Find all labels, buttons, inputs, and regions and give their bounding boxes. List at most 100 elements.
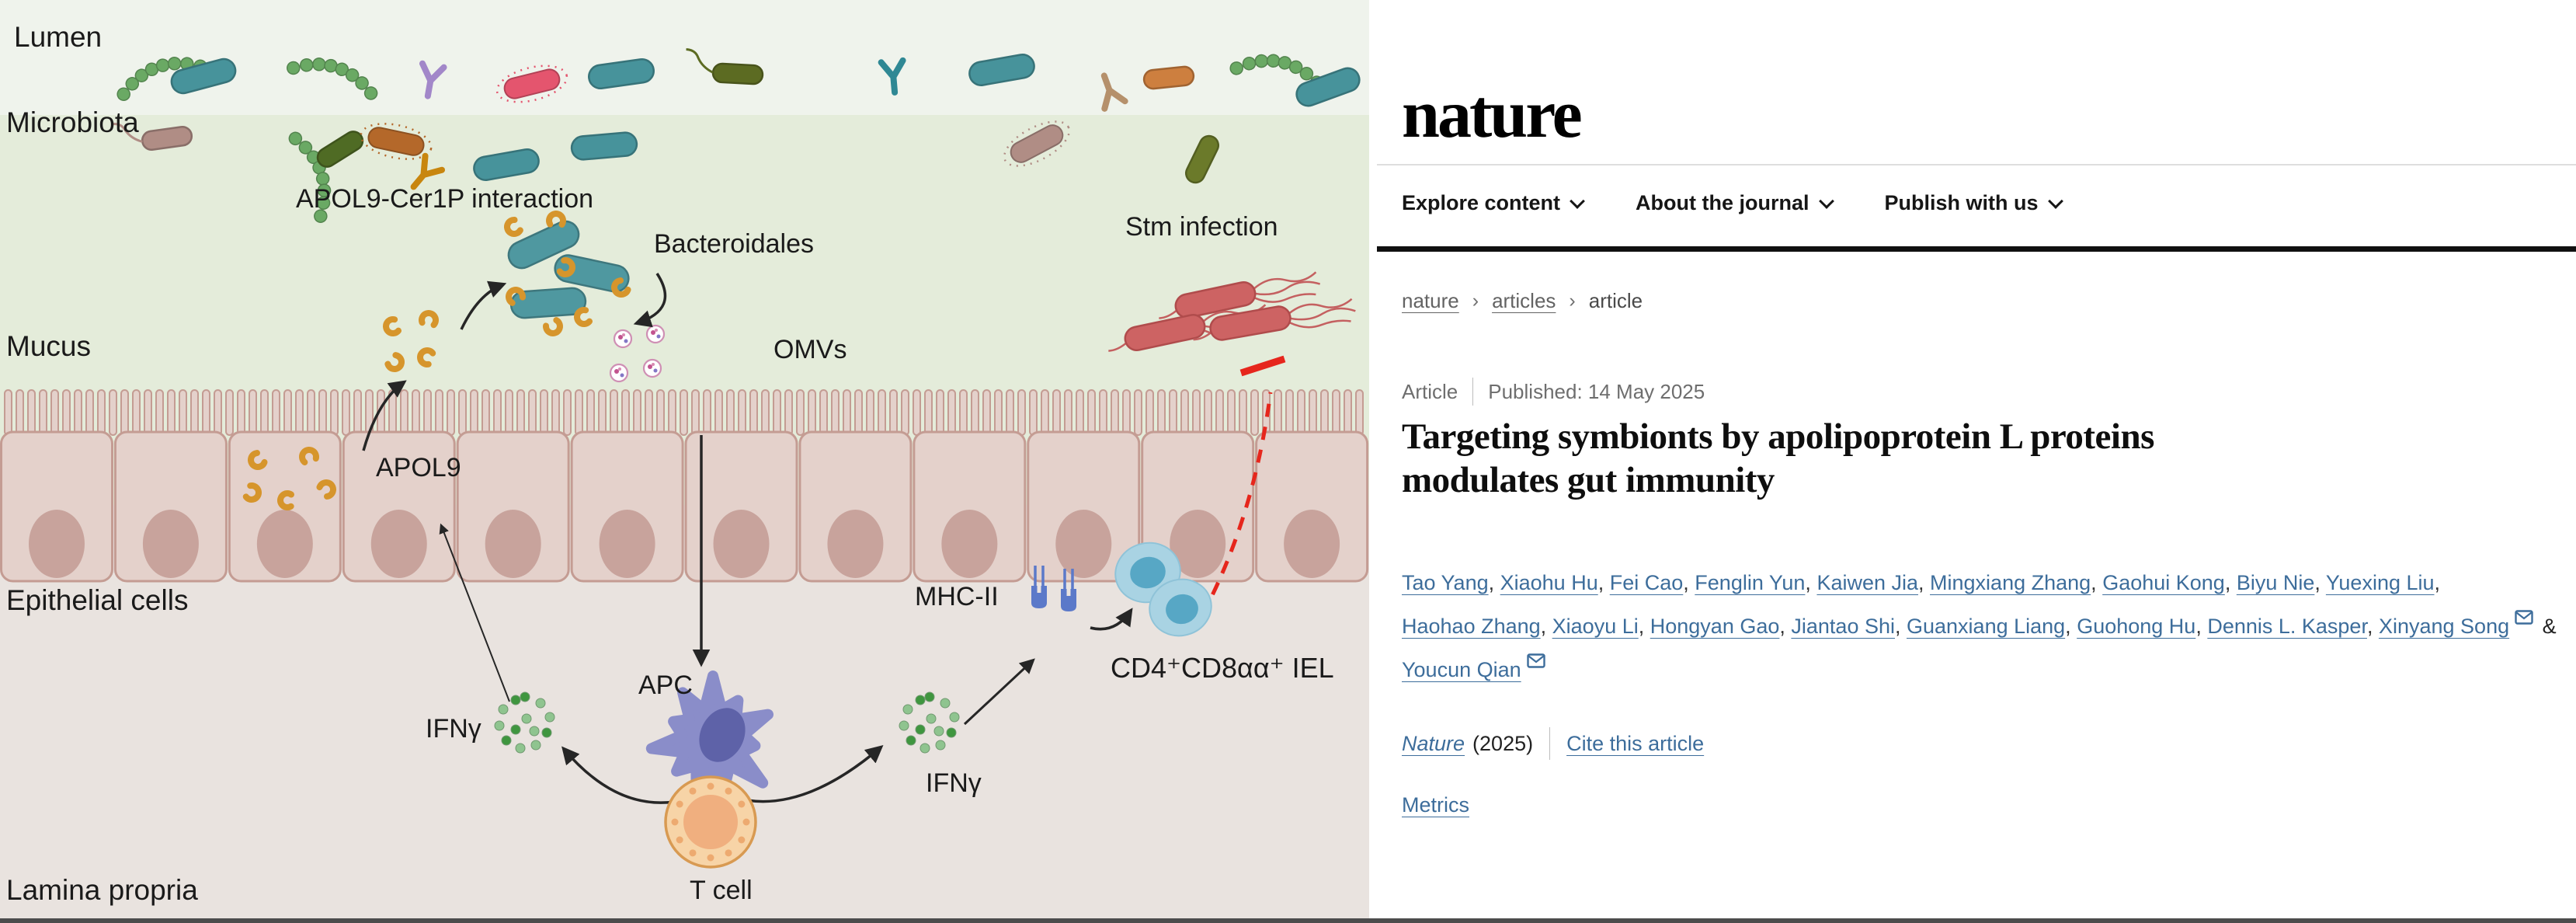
- chain-bacterium-icon: [116, 57, 207, 101]
- apc-cell-icon: [645, 670, 773, 802]
- mhc2-receptor-icon: [1061, 569, 1076, 611]
- figure-drawing: [0, 47, 1369, 869]
- author-link-haohao-zhang[interactable]: Haohao Zhang: [1402, 615, 1541, 639]
- email-envelope-icon[interactable]: [2515, 596, 2533, 639]
- author-link-youcun-qian[interactable]: Youcun Qian: [1402, 658, 1521, 682]
- nature-logo[interactable]: nature: [1402, 77, 1583, 152]
- title-line-2: modulates gut immunity: [1402, 460, 1775, 501]
- label-omvs: OMVs: [773, 335, 847, 364]
- breadcrumb-nature-link[interactable]: nature: [1402, 289, 1459, 312]
- label-mucus: Mucus: [6, 330, 91, 362]
- nav-bottom-rule: [1377, 246, 2576, 252]
- label-mhc2: MHC-II: [915, 582, 999, 611]
- cite-divider: [1549, 727, 1551, 760]
- author-link-fenglin-yun[interactable]: Fenglin Yun: [1695, 571, 1806, 594]
- label-apc: APC: [638, 670, 693, 700]
- rod-bacterium-icon: [1184, 134, 1220, 184]
- author-ampersand: &: [2536, 615, 2557, 639]
- flag-bacterium-icon: [686, 47, 764, 85]
- label-tcell: T cell: [690, 876, 753, 905]
- lumen-region: [0, 0, 1369, 115]
- email-envelope-icon[interactable]: [1526, 639, 1545, 683]
- nav-item-label: Publish with us: [1884, 191, 2039, 214]
- y-bacterium-icon: [878, 57, 906, 96]
- label-lumen: Lumen: [14, 21, 103, 53]
- chevron-down-icon: [1570, 193, 1585, 209]
- author-link-kaiwen-jia[interactable]: Kaiwen Jia: [1816, 571, 1919, 594]
- main-nav: Explore content About the journal Publish …: [1402, 191, 2063, 215]
- breadcrumb-article-current: article: [1588, 289, 1643, 312]
- omv-vesicle-icon: [645, 324, 666, 344]
- article-meta: Article Published: 14 May 2025: [1402, 378, 1705, 406]
- cite-this-article-link[interactable]: Cite this article: [1566, 731, 1705, 755]
- chain-bacterium-icon: [287, 57, 378, 100]
- page-title: Targeting symbionts by apolipoprotein L …: [1402, 415, 2559, 503]
- nav-item-label: About the journal: [1636, 191, 1809, 214]
- citation-row: Nature (2025) Cite this article: [1402, 727, 1704, 760]
- spiky-bacterium-icon: [360, 123, 433, 160]
- author-link-gaohui-kong[interactable]: Gaohui Kong: [2102, 571, 2225, 594]
- author-link-xinyang-song[interactable]: Xinyang Song: [2378, 615, 2510, 639]
- journal-link[interactable]: Nature: [1402, 731, 1465, 755]
- meta-divider: [1472, 378, 1474, 406]
- author-link-xiaohu-hu[interactable]: Xiaohu Hu: [1500, 571, 1598, 594]
- author-list: Tao Yang, Xiaohu Hu, Fei Cao, Fenglin Yu…: [1402, 561, 2571, 691]
- omv-vesicle-icon: [642, 358, 662, 378]
- label-lamina: Lamina propria: [6, 874, 198, 906]
- spiky-bacterium-icon: [1003, 120, 1071, 167]
- author-link-fei-cao[interactable]: Fei Cao: [1609, 571, 1684, 594]
- chevron-down-icon: [1818, 193, 1834, 209]
- chevron-down-icon: [2047, 193, 2063, 209]
- label-epithelial: Epithelial cells: [6, 584, 189, 616]
- author-link-xiaoyu-li[interactable]: Xiaoyu Li: [1552, 615, 1639, 639]
- chain-bacterium-icon: [1229, 54, 1324, 89]
- tcell-icon: [664, 775, 757, 869]
- label-bacteroidales: Bacteroidales: [654, 229, 815, 259]
- label-ifng-right: IFNγ: [926, 768, 982, 798]
- article-figure: Lumen Microbiota APOL9-Cer1P interaction…: [0, 0, 1369, 923]
- label-apol9-cer1p: APOL9-Cer1P interaction: [296, 184, 594, 214]
- label-cd4-cd8-iel: CD4⁺CD8αα⁺ IEL: [1111, 652, 1334, 684]
- breadcrumb-separator-icon: ›: [1569, 290, 1576, 312]
- label-apol9: APOL9: [376, 453, 461, 482]
- author-link-mingxiang-zhang[interactable]: Mingxiang Zhang: [1930, 571, 2091, 594]
- author-link-guohong-hu[interactable]: Guohong Hu: [2077, 615, 2196, 639]
- mucus-region: [0, 115, 1369, 505]
- pill-bacterium-icon: [588, 57, 655, 90]
- y-bacterium-icon: [419, 60, 447, 99]
- author-link-jiantao-shi[interactable]: Jiantao Shi: [1791, 615, 1895, 639]
- window-bottom-border: [0, 918, 2576, 923]
- metrics-row: Metrics: [1402, 793, 1469, 817]
- rod-bacterium-icon: [1142, 65, 1195, 90]
- pill-bacterium-icon: [1295, 67, 1361, 107]
- author-link-tao-yang[interactable]: Tao Yang: [1402, 571, 1489, 594]
- breadcrumb: nature › articles › article: [1402, 289, 1643, 313]
- nav-item-publish-with-us[interactable]: Publish with us: [1884, 191, 2063, 215]
- title-line-1: Targeting symbionts by apolipoprotein L …: [1402, 416, 2154, 457]
- omv-vesicle-icon: [609, 363, 629, 383]
- pill-bacterium-icon: [170, 57, 237, 95]
- spiky-bacterium-icon: [495, 64, 568, 103]
- author-link-biyu-nie[interactable]: Biyu Nie: [2236, 571, 2315, 594]
- nav-item-explore-content[interactable]: Explore content: [1402, 191, 1585, 215]
- author-link-hongyan-gao[interactable]: Hongyan Gao: [1650, 615, 1780, 639]
- y-bacterium-icon: [1100, 72, 1128, 112]
- metrics-link[interactable]: Metrics: [1402, 793, 1469, 817]
- nav-item-label: Explore content: [1402, 191, 1561, 214]
- author-link-yuexing-liu[interactable]: Yuexing Liu: [2325, 571, 2435, 594]
- label-ifng-left: IFNγ: [426, 714, 481, 744]
- label-microbiota: Microbiota: [6, 106, 139, 138]
- breadcrumb-separator-icon: ›: [1472, 290, 1479, 312]
- flag-bacterium-icon: [111, 122, 193, 152]
- pill-bacterium-icon: [473, 148, 540, 181]
- label-stm-infection: Stm infection: [1125, 212, 1278, 242]
- breadcrumb-articles-link[interactable]: articles: [1492, 289, 1556, 312]
- iel-cells-icon: [1114, 542, 1212, 637]
- article-type: Article: [1402, 379, 1458, 403]
- published-date: Published: 14 May 2025: [1488, 379, 1705, 403]
- nav-item-about-the-journal[interactable]: About the journal: [1636, 191, 1834, 215]
- author-link-guanxiang-liang[interactable]: Guanxiang Liang: [1907, 615, 2066, 639]
- header-divider: [1377, 164, 2576, 165]
- author-link-dennis-l-kasper[interactable]: Dennis L. Kasper: [2207, 615, 2367, 639]
